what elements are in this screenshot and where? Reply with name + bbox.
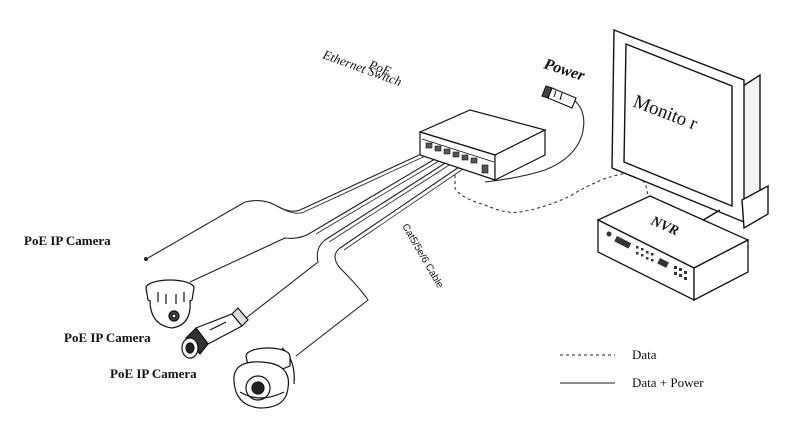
camera-label-3: PoE IP Camera bbox=[110, 366, 197, 381]
nvr-front-panel bbox=[606, 231, 687, 280]
cable-camera-3 bbox=[245, 159, 451, 319]
data-links bbox=[454, 173, 651, 213]
power-cable bbox=[484, 99, 585, 183]
power-plug bbox=[541, 85, 577, 109]
nvr-recorder bbox=[596, 195, 750, 302]
legend-data-power-label: Data + Power bbox=[632, 375, 704, 390]
cable-camera-1 bbox=[147, 149, 431, 259]
power-label: Power bbox=[541, 55, 588, 85]
cable-camera-2 bbox=[189, 155, 441, 283]
cable-label: Cat5/5e/6 Cable bbox=[399, 222, 445, 290]
camera-label-2: PoE IP Camera bbox=[64, 330, 151, 345]
data-link-switch-nvr bbox=[454, 173, 651, 213]
ptz-camera bbox=[233, 347, 295, 409]
cable-camera-4 bbox=[295, 164, 463, 357]
poe-cables bbox=[147, 99, 585, 357]
poe-switch bbox=[418, 109, 547, 181]
dome-camera bbox=[145, 279, 195, 329]
camera-1-terminal bbox=[144, 257, 148, 261]
legend: Data Data + Power bbox=[560, 347, 704, 390]
camera-label-1: PoE IP Camera bbox=[24, 233, 111, 248]
bullet-camera bbox=[181, 307, 249, 359]
legend-data-label: Data bbox=[632, 347, 657, 362]
monitor bbox=[611, 28, 769, 230]
switch-ports bbox=[425, 142, 489, 174]
